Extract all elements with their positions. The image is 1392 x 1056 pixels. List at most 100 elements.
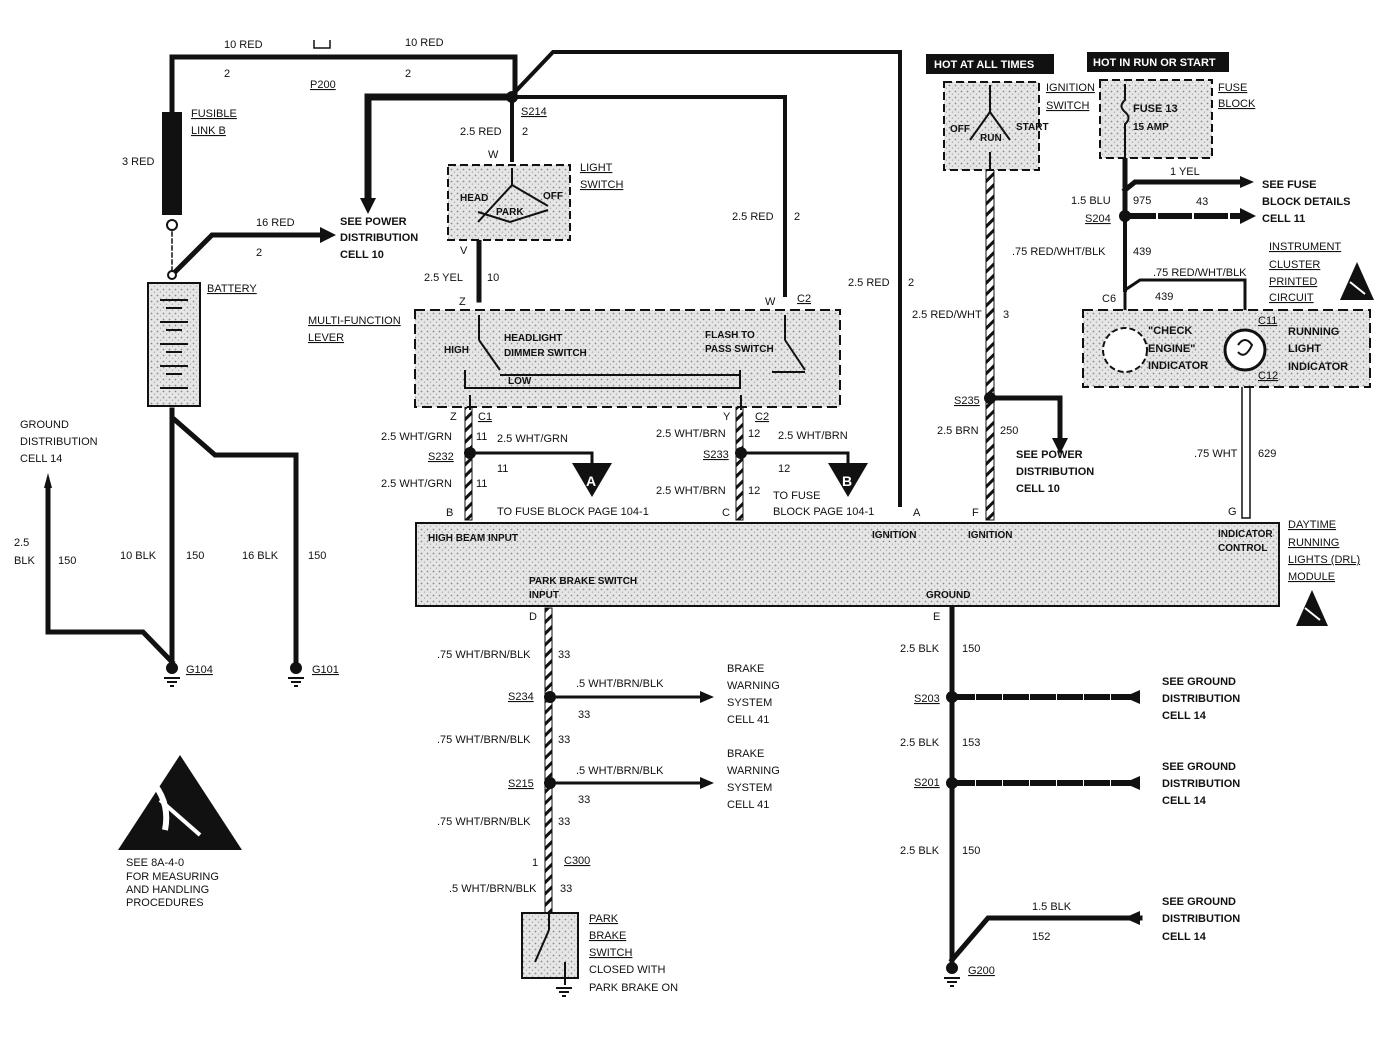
label-pin-y: Y — [723, 411, 731, 423]
label-c-153: 153 — [962, 737, 980, 749]
label-rl-2: LIGHT — [1288, 343, 1321, 355]
check-engine-bulb — [1102, 327, 1148, 373]
label-pin-e: E — [933, 611, 940, 623]
splice-s232 — [464, 447, 476, 459]
label-sfb-2: BLOCK DETAILS — [1262, 196, 1350, 208]
label-c-33f: 33 — [560, 883, 572, 895]
esd-icon-drl — [1296, 590, 1328, 626]
label-pin-w2: W — [765, 296, 776, 308]
label-drl-pb-1: PARK BRAKE SWITCH — [529, 576, 637, 587]
label-s234: S234 — [508, 691, 534, 703]
label-s214: S214 — [521, 106, 547, 118]
label-drl-pb-2: INPUT — [529, 590, 559, 601]
splice-s203 — [946, 691, 958, 703]
splice-s201 — [946, 777, 958, 789]
label-bws-2b: WARNING — [727, 765, 780, 777]
label-pin-c: C — [722, 507, 730, 519]
label-c-11b: 11 — [497, 463, 508, 475]
label-w-wg-3: 2.5 WHT/GRN — [381, 478, 452, 490]
label-w-wbb-4: .5 WHT/BRN/BLK — [576, 765, 664, 777]
fusible-link — [162, 112, 182, 215]
label-gd-2: DISTRIBUTION — [20, 436, 98, 448]
label-off: OFF — [543, 191, 563, 202]
label-ign-off: OFF — [950, 124, 970, 135]
label-s203: S203 — [914, 693, 940, 705]
multi-function-lever — [414, 309, 841, 410]
label-esd-4: PROCEDURES — [126, 897, 204, 909]
label-c-150c: 150 — [308, 550, 326, 562]
label-bws-1d: CELL 41 — [727, 714, 769, 726]
label-sgd-2c: CELL 14 — [1162, 795, 1207, 807]
label-w-25blk-g: 2.5 BLK — [900, 845, 940, 857]
label-light-sw-1: LIGHT — [580, 162, 613, 174]
label-see-power-2a: SEE POWER — [1016, 449, 1083, 461]
label-fuse-pg-2b: BLOCK PAGE 104-1 — [773, 506, 874, 518]
label-ign-start: START — [1016, 122, 1049, 133]
label-drl-1: DAYTIME — [1288, 519, 1336, 531]
label-w-75rwb-2: .75 RED/WHT/BLK — [1153, 267, 1247, 279]
label-ftp-1: FLASH TO — [705, 330, 755, 341]
wire-16-red — [168, 232, 323, 279]
label-w-1yel: 1 YEL — [1170, 166, 1200, 178]
label-w-25blk: 2.5 — [14, 537, 29, 549]
label-pin-z: Z — [459, 296, 466, 308]
label-w-10red-2: 10 RED — [405, 37, 444, 49]
label-pbs-2: BRAKE — [589, 930, 626, 942]
label-pin-b: B — [446, 507, 453, 519]
label-pin-v: V — [460, 245, 468, 257]
label-w-25blk-e: 2.5 BLK — [900, 643, 940, 655]
instrument-cluster — [1082, 309, 1371, 388]
wire-10-red-fusible — [169, 54, 518, 115]
connector-a-triangle — [572, 463, 612, 497]
label-pin-a: A — [913, 507, 921, 519]
label-see-power-1b: DISTRIBUTION — [340, 232, 418, 244]
label-w-wb-2: 2.5 WHT/BRN — [778, 430, 848, 442]
label-see-power-2b: DISTRIBUTION — [1016, 466, 1094, 478]
label-rl-3: INDICATOR — [1288, 361, 1348, 373]
label-c-10: 10 — [487, 272, 499, 284]
label-ce-1: "CHECK — [1148, 325, 1192, 337]
label-s215: S215 — [508, 778, 534, 790]
label-drl-ign1: IGNITION — [872, 530, 916, 541]
label-sfb-3: CELL 11 — [1262, 213, 1305, 225]
label-c300: C300 — [564, 855, 590, 867]
battery-symbol — [147, 282, 201, 407]
label-drl-ign2: IGNITION — [968, 530, 1012, 541]
label-c-12c: 12 — [748, 485, 760, 497]
label-bws-1a: BRAKE — [727, 663, 764, 675]
esd-warning-icon — [118, 755, 242, 850]
label-c-150d: 150 — [962, 643, 980, 655]
label-w-75rwb-1: .75 RED/WHT/BLK — [1012, 246, 1106, 258]
label-w-25blk-b: BLK — [14, 555, 35, 567]
label-g200: G200 — [968, 965, 995, 977]
splice-s215 — [544, 777, 556, 789]
label-c-33d: 33 — [578, 794, 590, 806]
label-low: LOW — [508, 376, 532, 387]
fuse-block — [1099, 79, 1213, 160]
label-w-wbb-3: .75 WHT/BRN/BLK — [437, 734, 531, 746]
label-sgd-2b: DISTRIBUTION — [1162, 778, 1240, 790]
label-high: HIGH — [444, 345, 469, 356]
label-drl-3: LIGHTS (DRL) — [1288, 554, 1360, 566]
splice-s234 — [544, 691, 556, 703]
hot-at-all-times-label: HOT AT ALL TIMES — [934, 59, 1034, 71]
arrow-to-power-dist — [320, 227, 336, 243]
label-w-wbb-6: .5 WHT/BRN/BLK — [449, 883, 537, 895]
label-c-11a: 11 — [476, 431, 487, 443]
label-sgd-2a: SEE GROUND — [1162, 761, 1236, 773]
label-see-power-1c: CELL 10 — [340, 249, 384, 261]
wire-2-5-red-drl-a — [512, 50, 902, 507]
label-esd-2: FOR MEASURING — [126, 871, 219, 883]
label-s204: S204 — [1085, 213, 1111, 225]
label-bws-2c: SYSTEM — [727, 782, 772, 794]
label-bws-1c: SYSTEM — [727, 697, 772, 709]
label-gd-1: GROUND — [20, 419, 69, 431]
label-c-150e: 150 — [962, 845, 980, 857]
label-fuse-pg-1: TO FUSE BLOCK PAGE 104-1 — [497, 506, 649, 518]
label-gd-3: CELL 14 — [20, 453, 62, 465]
label-w-25brn: 2.5 BRN — [937, 425, 979, 437]
hot-at-all-times-box — [926, 54, 1054, 74]
label-c-250: 250 — [1000, 425, 1018, 437]
label-battery: BATTERY — [207, 283, 257, 295]
label-fuse13: FUSE 13 — [1133, 103, 1178, 115]
